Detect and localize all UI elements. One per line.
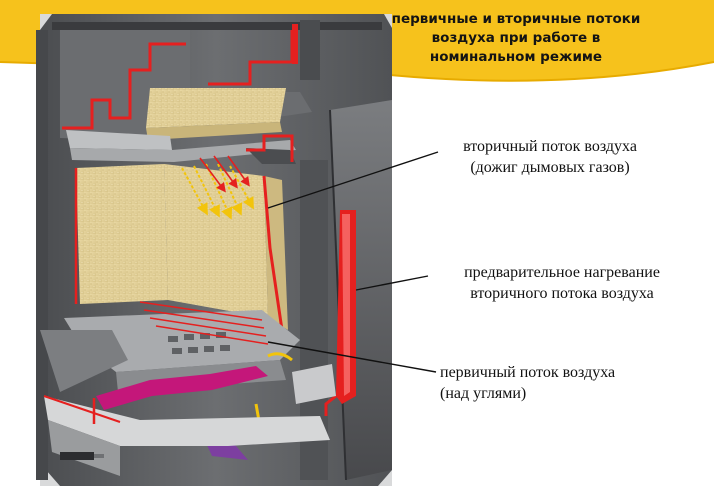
callout-secondary-air: вторичный поток воздуха (дожиг дымовых г… <box>440 136 660 178</box>
ash-pan-base <box>40 330 336 476</box>
callout-preheat: предварительное нагревание вторичного по… <box>432 262 692 304</box>
leader-primary-air <box>267 341 437 373</box>
callout-primary-air: первичный поток воздуха (над углями) <box>440 362 680 404</box>
callout-secondary-air-line-1: вторичный поток воздуха <box>463 138 637 155</box>
title-line-2: воздуха при работе в <box>431 30 601 46</box>
callout-leader-lines <box>267 151 439 373</box>
callout-primary-air-line-2: (над углями) <box>440 385 527 402</box>
title-line-1: первичные и вторичные потоки <box>391 11 641 27</box>
leader-preheat <box>355 275 429 291</box>
callout-primary-air-line-1: первичный поток воздуха <box>440 364 616 381</box>
preheat-red-lines <box>199 155 250 193</box>
top-baffle <box>60 20 320 162</box>
callout-preheat-line-2: вторичного потока воздуха <box>470 285 654 302</box>
leader-secondary-air <box>267 151 439 209</box>
title-line-3: номинальном режиме <box>429 49 603 65</box>
callout-secondary-air-line-2: (дожиг дымовых газов) <box>470 159 630 176</box>
page-title: первичные и вторичные потоки воздуха при… <box>386 10 646 67</box>
callout-preheat-line-1: предварительное нагревание <box>464 264 660 281</box>
